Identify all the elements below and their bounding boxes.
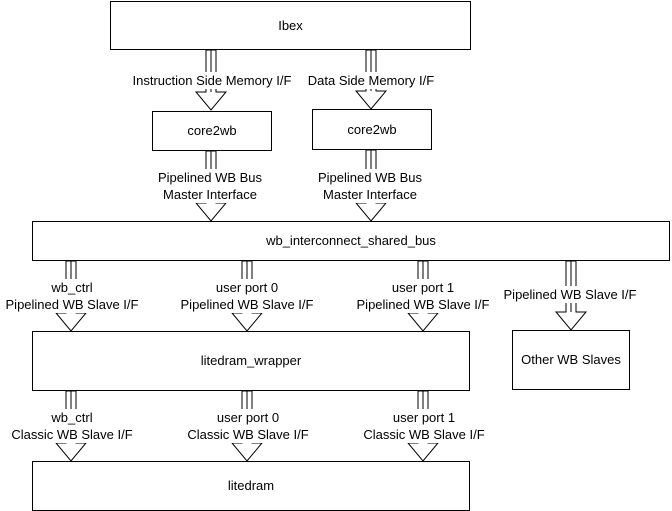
master-interface-data-label: Pipelined WB Bus Master Interface bbox=[292, 169, 448, 203]
classic-slave-wb-ctrl-label: wb_ctrl Classic WB Slave I/F bbox=[4, 409, 140, 443]
ibex-box: Ibex bbox=[110, 1, 471, 50]
pipelined-slave-wb-ctrl-line-1: wb_ctrl bbox=[47, 279, 97, 296]
master-interface-instruction-line-1: Pipelined WB Bus bbox=[132, 169, 288, 186]
litedram-wrapper-box: litedram_wrapper bbox=[32, 331, 470, 391]
master-interface-instruction-label: Pipelined WB Bus Master Interface bbox=[132, 169, 288, 203]
classic-slave-port1-line-2: Classic WB Slave I/F bbox=[356, 426, 492, 443]
pipelined-slave-port0-label: user port 0 Pipelined WB Slave I/F bbox=[172, 279, 322, 313]
litedram-box: litedram bbox=[32, 461, 470, 511]
wb-interconnect-shared-bus-box: wb_interconnect_shared_bus bbox=[32, 221, 670, 261]
pipelined-slave-wb-ctrl-line-2: Pipelined WB Slave I/F bbox=[0, 296, 144, 313]
pipelined-slave-port1-label: user port 1 Pipelined WB Slave I/F bbox=[348, 279, 498, 313]
classic-slave-wb-ctrl-line-2: Classic WB Slave I/F bbox=[4, 426, 140, 443]
pipelined-slave-port1-line-1: user port 1 bbox=[386, 279, 460, 296]
pipelined-slave-port1-line-2: Pipelined WB Slave I/F bbox=[348, 296, 498, 313]
pipelined-slave-port0-line-1: user port 0 bbox=[210, 279, 284, 296]
core2wb-instruction-box: core2wb bbox=[152, 111, 272, 151]
other-wb-slaves-box: Other WB Slaves bbox=[512, 330, 630, 390]
classic-slave-port1-line-1: user port 1 bbox=[387, 409, 461, 426]
pipelined-slave-wb-ctrl-label: wb_ctrl Pipelined WB Slave I/F bbox=[0, 279, 144, 313]
classic-slave-port0-line-1: user port 0 bbox=[211, 409, 285, 426]
pipelined-slave-port0-line-2: Pipelined WB Slave I/F bbox=[172, 296, 322, 313]
data-side-memory-if-label: Data Side Memory I/F bbox=[306, 72, 436, 89]
classic-slave-wb-ctrl-line-1: wb_ctrl bbox=[47, 409, 97, 426]
classic-slave-port0-line-2: Classic WB Slave I/F bbox=[180, 426, 316, 443]
core2wb-data-box: core2wb bbox=[312, 109, 432, 150]
pipelined-slave-other-label: Pipelined WB Slave I/F bbox=[502, 286, 638, 303]
instruction-side-memory-if-label: Instruction Side Memory I/F bbox=[131, 72, 293, 89]
classic-slave-port0-label: user port 0 Classic WB Slave I/F bbox=[180, 409, 316, 443]
master-interface-data-line-1: Pipelined WB Bus bbox=[292, 169, 448, 186]
master-interface-data-line-2: Master Interface bbox=[292, 186, 448, 203]
classic-slave-port1-label: user port 1 Classic WB Slave I/F bbox=[356, 409, 492, 443]
master-interface-instruction-line-2: Master Interface bbox=[132, 186, 288, 203]
